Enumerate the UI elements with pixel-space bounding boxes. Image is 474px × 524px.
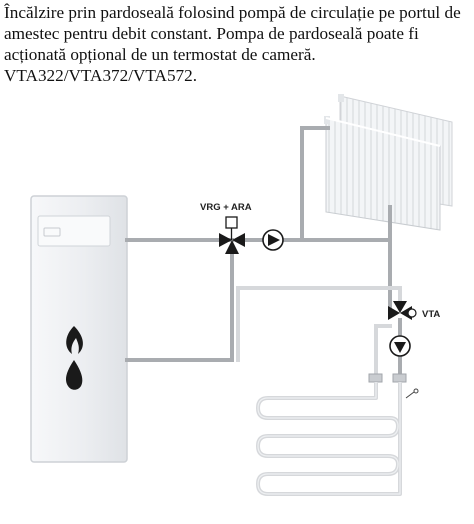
three-way-valve-icon	[219, 233, 245, 254]
pipe-network	[125, 126, 402, 380]
radiator	[324, 94, 453, 231]
pump-icon	[389, 335, 411, 357]
thermostat-head-icon	[407, 308, 417, 318]
vent-icon	[413, 388, 419, 394]
vta-label: VTA	[422, 309, 440, 320]
mixing-valve-assembly: VRG + ARA	[200, 202, 252, 254]
boiler	[30, 195, 128, 463]
water-drop-icon	[66, 360, 83, 390]
diagram-caption: Încălzire prin pardoseală folosind pompă…	[4, 3, 461, 85]
mixing-valve-label: VRG + ARA	[200, 202, 252, 213]
underfloor-heating-coil	[256, 382, 402, 496]
thermostatic-valve-assembly: VTA	[388, 301, 440, 320]
three-way-valve-icon	[388, 301, 412, 320]
actuator-icon	[225, 216, 238, 229]
flame-icon	[66, 326, 83, 354]
pump-icon	[262, 229, 284, 251]
